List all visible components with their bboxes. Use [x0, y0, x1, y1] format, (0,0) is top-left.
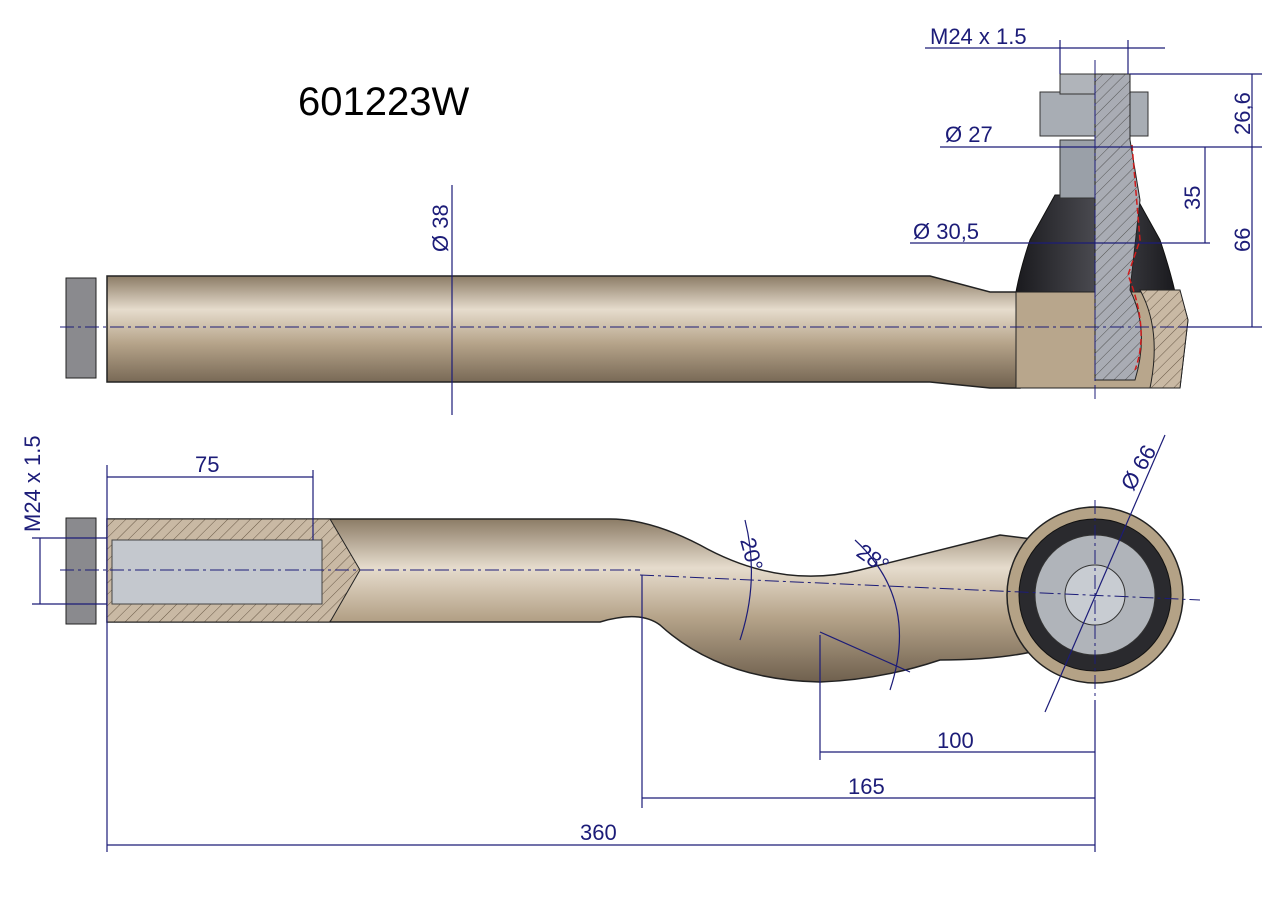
dim-nut-height: 26,6	[1230, 92, 1255, 135]
dim-stud-diameter: Ø 27	[945, 122, 993, 147]
dim-offset-100: 100	[937, 728, 974, 753]
dim-offset-165: 165	[848, 774, 885, 799]
section-housing	[1139, 289, 1189, 389]
dim-eye-diameter: Ø 66	[1116, 441, 1162, 495]
angle-arc-1	[739, 519, 753, 641]
hex-nut-side	[65, 517, 97, 625]
rod-body	[106, 275, 1021, 389]
castle-nut	[1039, 91, 1149, 137]
dim-top-thread: M24 x 1.5	[930, 24, 1027, 49]
dim-thread-length: 75	[195, 452, 219, 477]
dim-boot-diameter: Ø 30,5	[913, 219, 979, 244]
part-number: 601223W	[298, 80, 469, 124]
top-view	[60, 60, 1200, 400]
dim-total-height: 66	[1230, 228, 1255, 252]
dim-overall-length: 360	[580, 820, 617, 845]
thread	[111, 539, 323, 605]
dim-taper-height: 35	[1180, 186, 1205, 210]
hex-nut	[65, 277, 97, 379]
angle-arc-2	[854, 539, 900, 691]
dim-side-thread: M24 x 1.5	[20, 435, 45, 532]
top-dimensions: M24 x 1.5 Ø 27 Ø 30,5 26,6 35 66 Ø 38	[428, 24, 1262, 415]
dim-rod-diameter: Ø 38	[428, 204, 453, 252]
seal-line	[1127, 144, 1142, 371]
bottom-view	[60, 500, 1201, 700]
